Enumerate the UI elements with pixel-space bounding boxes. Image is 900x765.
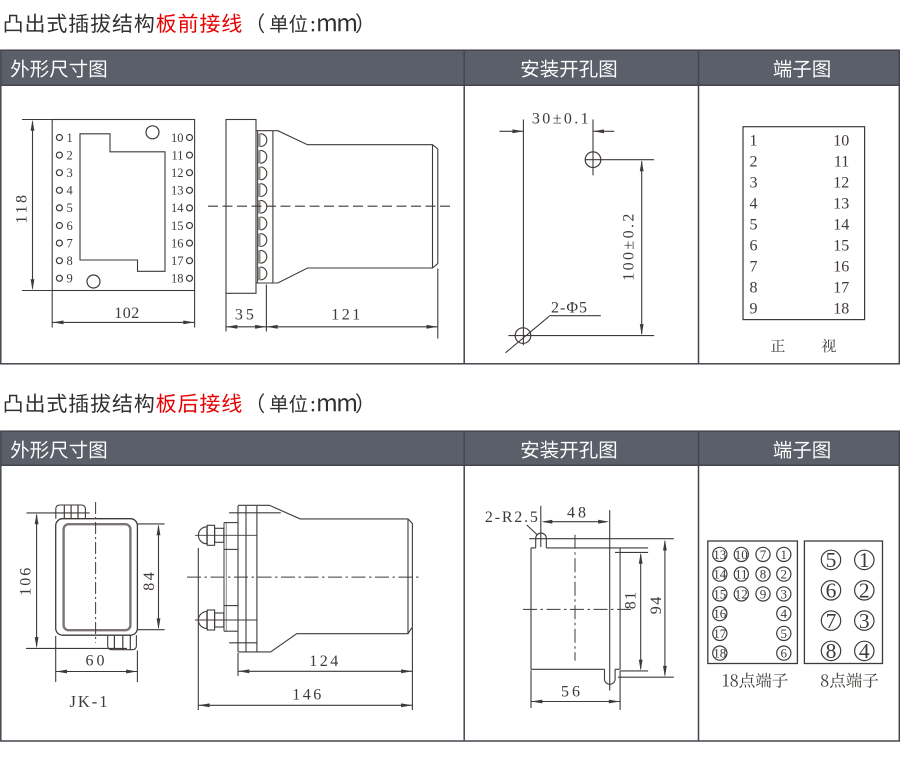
svg-text:5: 5 <box>826 548 837 572</box>
svg-text:17: 17 <box>833 280 849 297</box>
svg-text:17: 17 <box>713 626 727 641</box>
svg-text:8: 8 <box>67 254 73 268</box>
svg-text:4: 4 <box>781 606 788 621</box>
svg-text:12: 12 <box>171 166 184 180</box>
svg-text:2-R2.5: 2-R2.5 <box>485 509 540 526</box>
svg-text:10: 10 <box>735 547 748 562</box>
svg-text:6: 6 <box>750 238 758 255</box>
svg-text:10: 10 <box>833 132 849 149</box>
svg-text:7: 7 <box>760 547 767 562</box>
svg-text:13: 13 <box>833 195 849 212</box>
svg-text:11: 11 <box>834 153 849 170</box>
svg-text:35: 35 <box>235 307 257 324</box>
svg-text:JK-1: JK-1 <box>69 692 109 711</box>
svg-text:8: 8 <box>750 280 758 297</box>
svg-text:14: 14 <box>171 201 184 215</box>
svg-text:5: 5 <box>750 217 758 234</box>
svg-text:6: 6 <box>67 219 73 233</box>
svg-text:2: 2 <box>750 153 758 170</box>
svg-text:13: 13 <box>713 547 726 562</box>
svg-text:12: 12 <box>735 586 748 601</box>
svg-text:1: 1 <box>750 132 758 149</box>
svg-text:124: 124 <box>309 653 341 670</box>
svg-text:9: 9 <box>67 272 73 286</box>
svg-text:16: 16 <box>713 606 727 621</box>
svg-text:17: 17 <box>171 254 184 268</box>
svg-text:146: 146 <box>292 687 324 704</box>
svg-text:15: 15 <box>833 238 849 255</box>
svg-text:106: 106 <box>18 566 35 596</box>
svg-text:12: 12 <box>833 174 849 191</box>
svg-text:18: 18 <box>713 646 726 661</box>
svg-text:9: 9 <box>750 301 758 318</box>
svg-text:2: 2 <box>781 567 788 582</box>
svg-text:2: 2 <box>67 148 73 162</box>
svg-text:14: 14 <box>713 567 727 582</box>
svg-text:10: 10 <box>171 131 184 145</box>
svg-text:3: 3 <box>859 609 870 633</box>
svg-text:8: 8 <box>826 639 837 663</box>
svg-text:16: 16 <box>171 236 184 250</box>
svg-text:18: 18 <box>171 272 184 286</box>
svg-text:6: 6 <box>781 646 788 661</box>
svg-text:1: 1 <box>781 547 788 562</box>
svg-text:2-Φ5: 2-Φ5 <box>551 300 588 317</box>
svg-text:56: 56 <box>561 684 583 701</box>
svg-text:48: 48 <box>567 505 589 522</box>
svg-text:7: 7 <box>826 609 837 633</box>
svg-text:11: 11 <box>735 567 748 582</box>
svg-text:4: 4 <box>750 195 758 212</box>
svg-text:81: 81 <box>623 590 640 609</box>
svg-text:7: 7 <box>67 236 73 250</box>
svg-text:102: 102 <box>114 305 140 322</box>
svg-text:7: 7 <box>750 259 758 276</box>
svg-text:9: 9 <box>760 586 767 601</box>
svg-text:2: 2 <box>859 579 870 603</box>
svg-text:1: 1 <box>67 131 73 145</box>
svg-text:30±0.1: 30±0.1 <box>532 111 591 128</box>
svg-text:3: 3 <box>781 586 788 601</box>
svg-text:94: 94 <box>648 595 665 614</box>
svg-text:5: 5 <box>67 201 73 215</box>
svg-text:8: 8 <box>760 567 767 582</box>
svg-text:6: 6 <box>826 579 837 603</box>
svg-text:13: 13 <box>171 184 184 198</box>
svg-text:16: 16 <box>833 259 849 276</box>
svg-text:121: 121 <box>331 307 363 324</box>
svg-text:84: 84 <box>141 570 158 591</box>
svg-text:118: 118 <box>14 193 31 224</box>
svg-text:4: 4 <box>859 639 870 663</box>
svg-text:4: 4 <box>67 184 74 198</box>
svg-text:15: 15 <box>713 586 726 601</box>
svg-text:1: 1 <box>859 548 870 572</box>
svg-text:18: 18 <box>833 301 849 318</box>
svg-text:5: 5 <box>781 626 788 641</box>
svg-text:14: 14 <box>833 217 849 234</box>
svg-text:11: 11 <box>171 148 183 162</box>
svg-text:3: 3 <box>750 174 758 191</box>
svg-text:15: 15 <box>171 219 184 233</box>
svg-text:60: 60 <box>86 653 108 670</box>
svg-text:100±0.2: 100±0.2 <box>620 211 637 281</box>
svg-text:3: 3 <box>67 166 73 180</box>
